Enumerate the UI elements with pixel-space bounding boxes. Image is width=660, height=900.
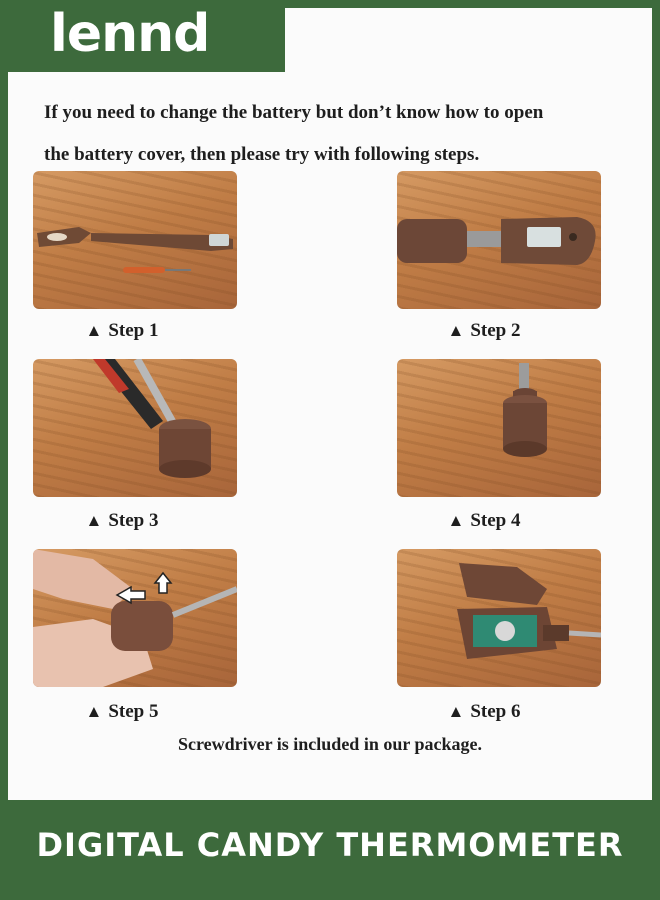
step-1-photo (33, 171, 237, 309)
step-4-photo (397, 359, 601, 497)
step-2-label: ▲Step 2 (447, 320, 521, 341)
step-2-photo (397, 171, 601, 309)
triangle-up-icon: ▲ (85, 321, 103, 340)
triangle-up-icon: ▲ (85, 702, 103, 721)
instruction-line-2: the battery cover, then please try with … (44, 144, 480, 165)
step-5-photo (33, 549, 237, 687)
step-1-label: ▲Step 1 (85, 320, 159, 341)
step-4-label: ▲Step 4 (447, 510, 521, 531)
triangle-up-icon: ▲ (447, 321, 465, 340)
paper-top (285, 8, 652, 72)
triangle-up-icon: ▲ (447, 702, 465, 721)
brand-logo: lennd (50, 4, 210, 64)
step-6-photo (397, 549, 601, 687)
instruction-line-1: If you need to change the battery but do… (44, 102, 544, 123)
step-3-photo (33, 359, 237, 497)
triangle-up-icon: ▲ (85, 511, 103, 530)
step-6-label: ▲Step 6 (447, 701, 521, 722)
triangle-up-icon: ▲ (447, 511, 465, 530)
product-title: DIGITAL CANDY THERMOMETER (36, 826, 624, 864)
screwdriver-note: Screwdriver is included in our package. (177, 734, 483, 754)
logo-tab (0, 0, 290, 72)
step-3-label: ▲Step 3 (85, 510, 159, 531)
step-5-label: ▲Step 5 (85, 701, 159, 722)
